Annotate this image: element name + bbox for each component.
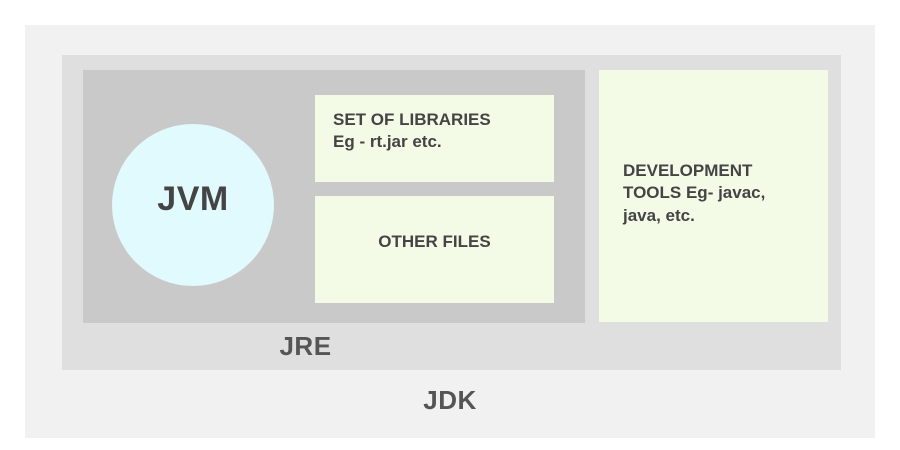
set-of-libraries-node: SET OF LIBRARIES Eg - rt.jar etc. [315, 95, 554, 182]
jre-caption: JRE [279, 331, 332, 361]
development-tools-label: DEVELOPMENT TOOLS Eg- javac, java, etc. [623, 161, 766, 225]
other-files-label: OTHER FILES [378, 232, 491, 252]
jre-container: JVM SET OF LIBRARIES Eg - rt.jar etc. OT… [62, 55, 841, 370]
jvm-node: JVM [112, 124, 274, 286]
set-of-libraries-label: SET OF LIBRARIES Eg - rt.jar etc. [333, 110, 491, 152]
jdk-caption: JDK [423, 385, 477, 415]
other-files-node: OTHER FILES [315, 196, 554, 303]
jvm-label: JVM [157, 180, 229, 218]
development-tools-node: DEVELOPMENT TOOLS Eg- javac, java, etc. [599, 70, 828, 322]
jre-runtime-area: JVM SET OF LIBRARIES Eg - rt.jar etc. OT… [83, 70, 585, 323]
jdk-container: JVM SET OF LIBRARIES Eg - rt.jar etc. OT… [25, 25, 875, 438]
